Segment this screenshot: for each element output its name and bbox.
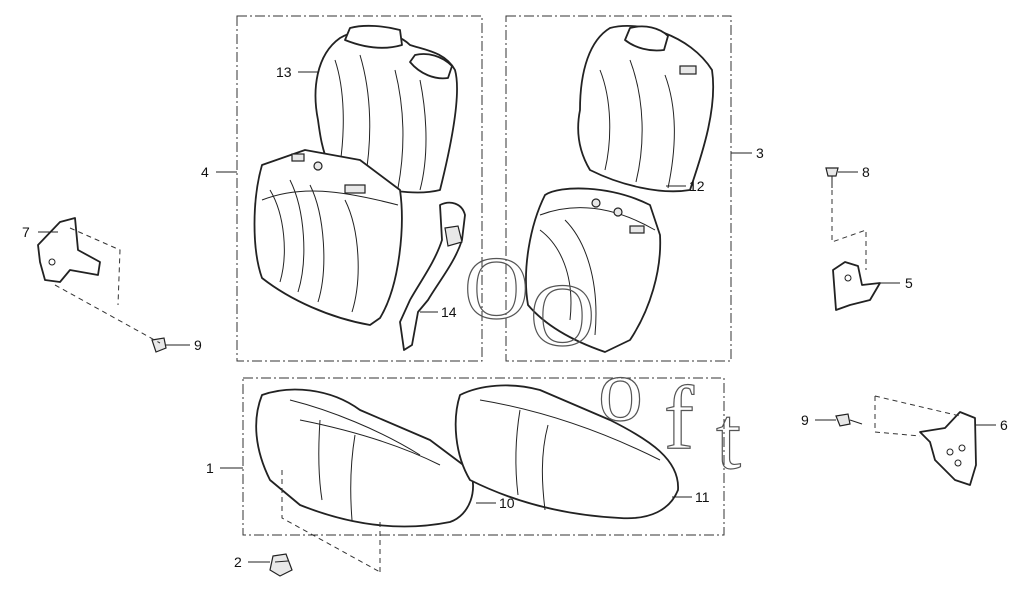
watermark-letter-1: O <box>464 239 529 338</box>
watermark-letter-3: o <box>598 341 643 440</box>
installation-lines <box>54 190 961 576</box>
callout-9-left: 9 <box>194 337 202 353</box>
group-box-1-seat-cushions <box>242 377 725 536</box>
group-box-3-right-seatback <box>505 15 732 362</box>
part-11-right-seat-cushion <box>454 384 679 520</box>
callout-8: 8 <box>862 164 870 180</box>
watermark: O O o f t <box>463 238 741 488</box>
part-10-left-seat-cushion <box>255 388 474 528</box>
callout-1: 1 <box>206 460 214 476</box>
callout-4: 4 <box>201 164 209 180</box>
callout-13: 13 <box>276 64 292 80</box>
callout-9-right: 9 <box>801 412 809 428</box>
part-9-bolt-right <box>835 413 863 427</box>
part-12-right-seatback-upper <box>577 25 715 193</box>
callout-5: 5 <box>905 275 913 291</box>
leader-lines <box>38 71 996 563</box>
watermark-letter-5: t <box>716 389 741 488</box>
watermark-letter-2: O <box>530 266 595 365</box>
part-3-right-seatback <box>525 187 662 353</box>
callout-10: 10 <box>499 495 515 511</box>
part-4-left-seatback <box>253 149 403 326</box>
part-5-bracket <box>832 261 881 311</box>
callout-12: 12 <box>689 178 705 194</box>
part-14-seat-belt <box>399 201 466 351</box>
callout-11: 11 <box>695 489 710 505</box>
group-box-4-left-seatback <box>236 15 483 362</box>
callout-6: 6 <box>1000 417 1008 433</box>
part-6-bracket <box>919 411 977 486</box>
part-2-clip <box>269 553 293 577</box>
watermark-letter-4: f <box>664 369 694 468</box>
callout-2: 2 <box>234 554 242 570</box>
callout-14: 14 <box>441 304 457 320</box>
callout-3: 3 <box>756 145 764 161</box>
callout-7: 7 <box>22 224 30 240</box>
part-9-bolt-left <box>151 337 167 353</box>
part-8-bolt <box>825 167 839 188</box>
part-7-left-bracket <box>37 217 101 283</box>
